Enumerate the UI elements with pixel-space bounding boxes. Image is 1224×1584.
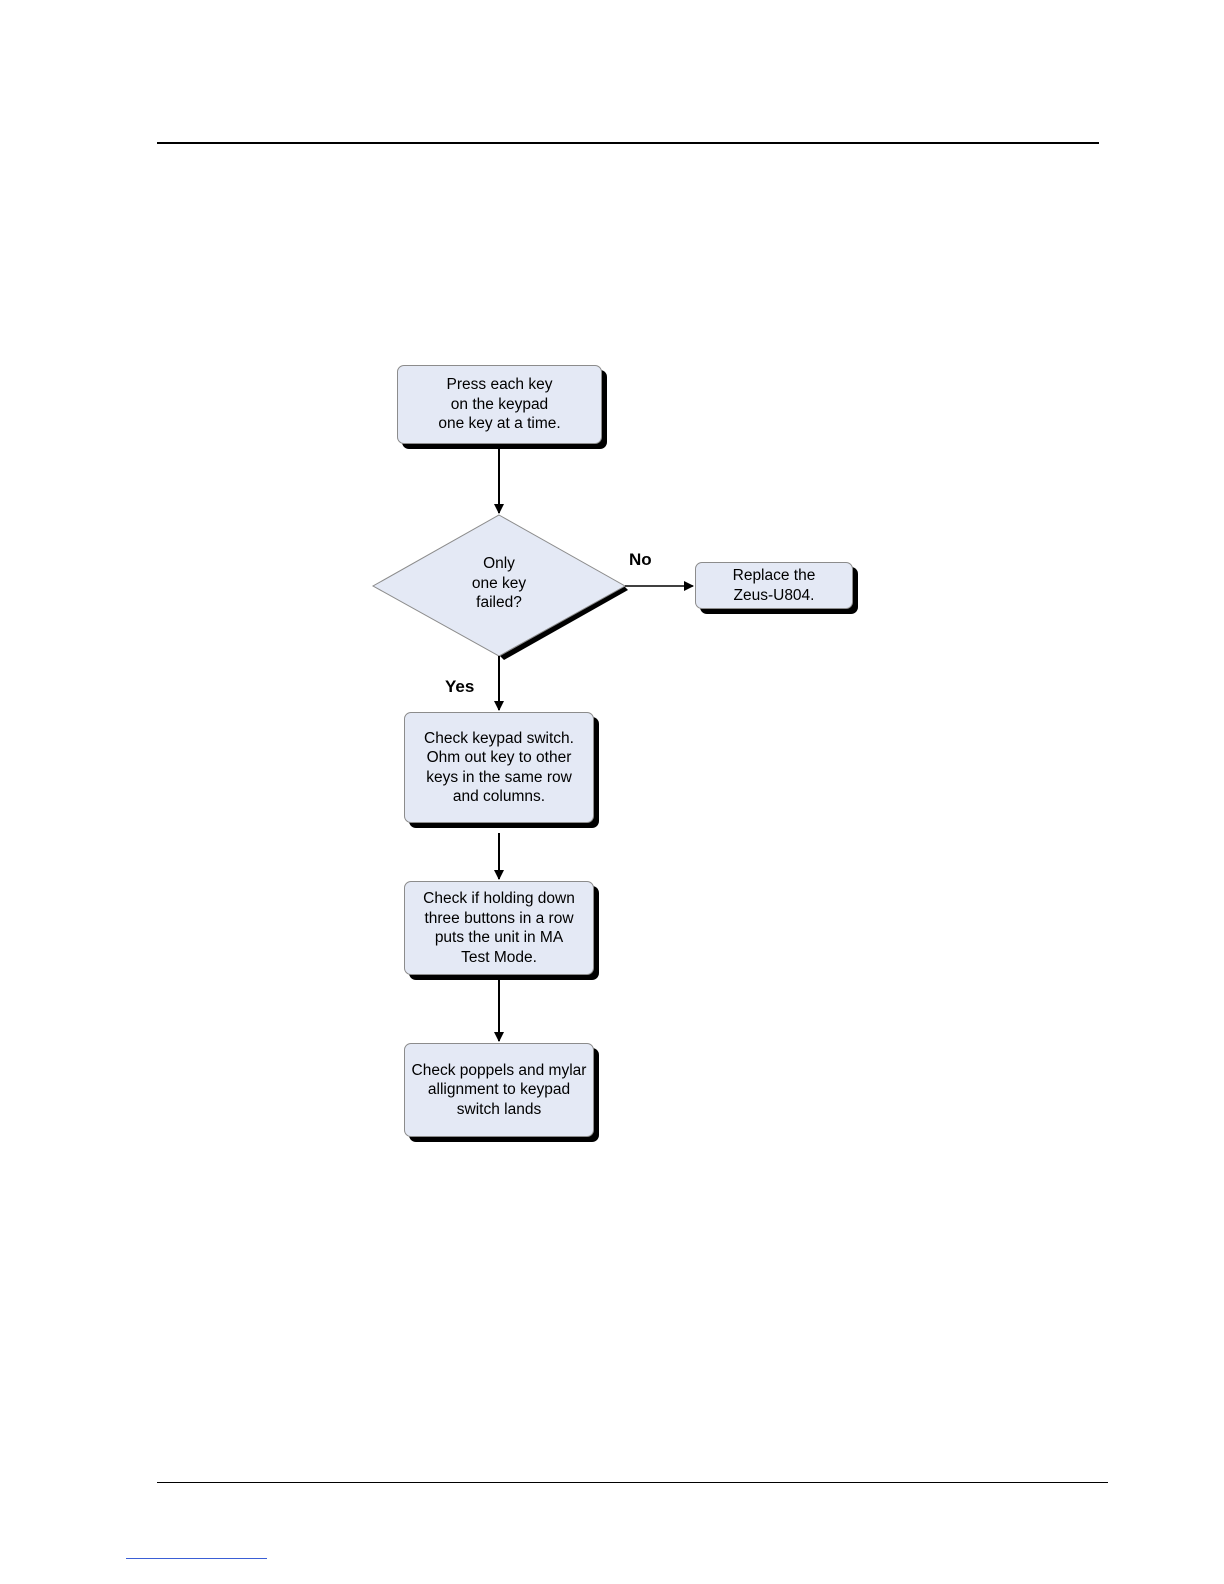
footer-rule	[157, 1482, 1108, 1483]
footer-link-underline	[126, 1558, 267, 1559]
check-poppels-box: Check poppels and mylar allignment to ke…	[404, 1043, 594, 1137]
decision-diamond-shadow	[500, 586, 628, 660]
decision-text: Only one key failed?	[471, 555, 527, 611]
no-branch-label: No	[629, 550, 652, 569]
yes-branch-label: Yes	[445, 677, 475, 696]
header-rule	[157, 142, 1099, 144]
start-step-box: Press each key on the keypad one key at …	[397, 365, 602, 444]
replace-part-box: Replace the Zeus-U804.	[695, 562, 853, 609]
check-test-mode-box: Check if holding down three buttons in a…	[404, 881, 594, 975]
check-switch-box: Check keypad switch. Ohm out key to othe…	[404, 712, 594, 823]
